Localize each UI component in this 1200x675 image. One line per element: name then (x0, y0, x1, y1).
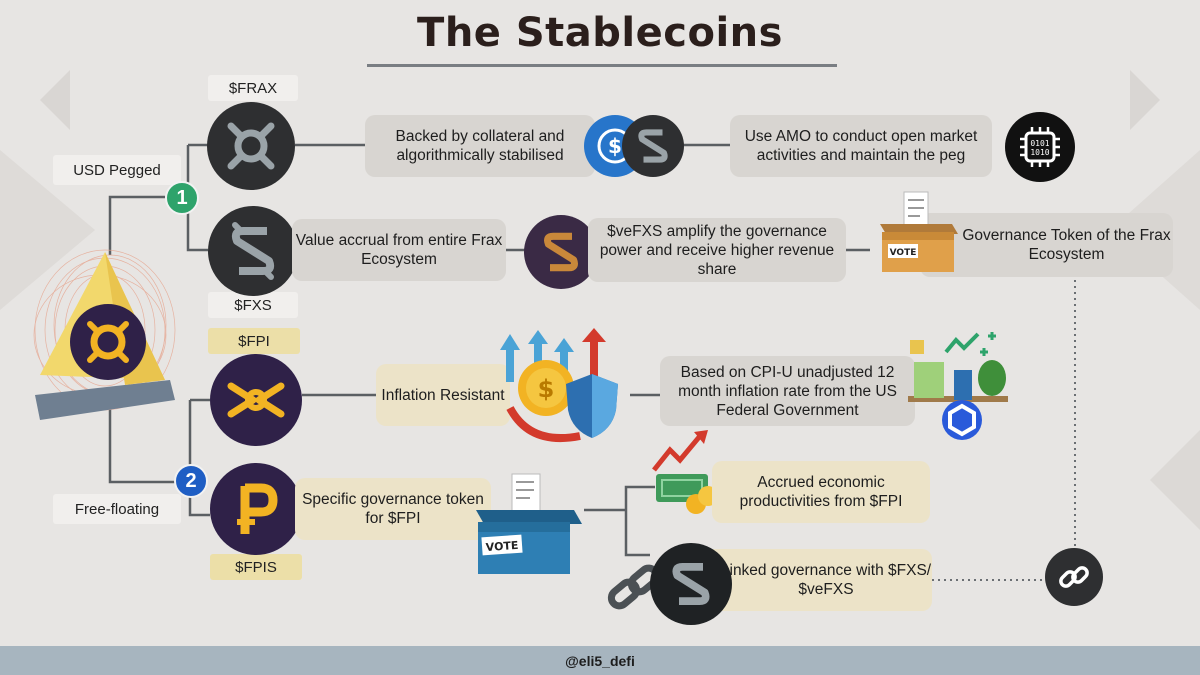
vote-box-blue-icon: VOTE (476, 473, 582, 574)
frax-logo-icon (207, 102, 295, 190)
page-title: The Stablecoins (417, 10, 783, 56)
fxs-vefxs-box: $veFXS amplify the governance power and … (588, 218, 846, 282)
svg-text:$: $ (538, 375, 555, 403)
fpi-inflation-box: Inflation Resistant (376, 364, 510, 426)
vefxs-logo-icon (524, 215, 598, 289)
chainlink-icon (908, 332, 1008, 440)
amo-chip-text-bottom: 1010 (1030, 148, 1049, 157)
vote-label-top: VOTE (890, 248, 917, 258)
fxs-value-box: Value accrual from entire Frax Ecosystem (292, 219, 506, 281)
link-icon (1045, 548, 1103, 606)
token-label-fpis: $FPIS (210, 554, 302, 580)
amo-chip-icon: 0101 1010 (1005, 112, 1075, 182)
token-label-frax: $FRAX (208, 75, 298, 101)
frax-amo-box: Use AMO to conduct open market activitie… (730, 115, 992, 177)
fxs-logo-icon (208, 206, 298, 296)
title-underline (367, 64, 837, 67)
token-label-fxs: $FXS (208, 292, 298, 318)
fpi-logo-icon (210, 354, 302, 446)
svg-text:$: $ (608, 134, 622, 158)
fpis-governance-box: Specific governance token for $FPI (295, 478, 491, 540)
fxs-small-icon (622, 115, 684, 177)
footer-handle: @eli5_defi (0, 646, 1200, 675)
shield-icon (566, 374, 618, 438)
fpi-cpi-box: Based on CPI-U unadjusted 12 month infla… (660, 356, 915, 426)
badge-one: 1 (165, 181, 199, 215)
money-stack-icon (652, 430, 718, 514)
fpis-logo-icon (210, 463, 302, 555)
pyramid-logo-icon (33, 249, 176, 420)
fxs-linked-icon (650, 543, 732, 625)
vote-label-bottom: VOTE (485, 539, 519, 554)
vote-box-icon: VOTE (880, 191, 958, 272)
fpis-linked-box: Linked governance with $FXS/ $veFXS (700, 549, 932, 611)
category-usd-pegged: USD Pegged (53, 155, 181, 185)
fpis-accrued-box: Accrued economic productivities from $FP… (712, 461, 930, 523)
fxs-governance-box: Governance Token of the Frax Ecosystem (920, 213, 1173, 277)
dollar-coin-icon: $ (500, 328, 606, 443)
category-free-floating: Free-floating (53, 494, 181, 524)
amo-chip-text-top: 0101 (1030, 139, 1049, 148)
badge-two: 2 (174, 464, 208, 498)
token-label-fpi: $FPI (208, 328, 300, 354)
frax-collateral-box: Backed by collateral and algorithmically… (365, 115, 595, 177)
